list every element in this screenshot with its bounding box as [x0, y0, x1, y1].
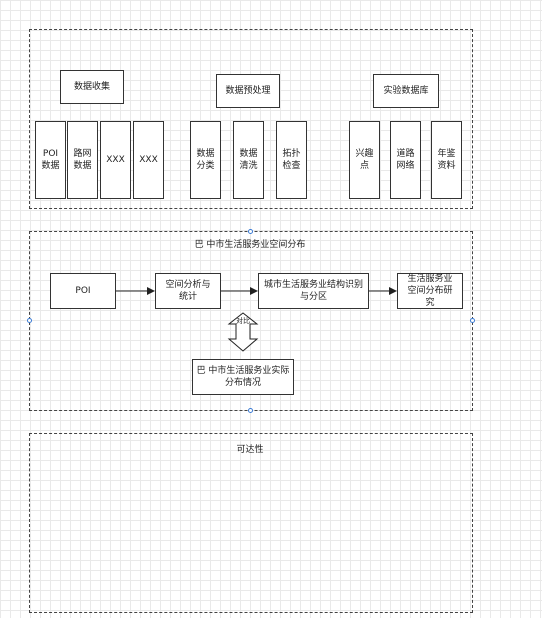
accessibility-panel[interactable]: [29, 433, 473, 613]
collect-item-xxx-2[interactable]: XXX: [133, 121, 164, 199]
database-item-road[interactable]: 道路 网络: [390, 121, 421, 199]
compare-arrow-label: 对比: [236, 317, 250, 325]
data-prep-panel: [29, 29, 473, 209]
distribution-research-node[interactable]: 生活服务业 空间分布研 究: [397, 273, 463, 309]
spatial-analysis-node[interactable]: 空间分析与 统计: [155, 273, 221, 309]
preprocess-item-clean[interactable]: 数据 清洗: [233, 121, 264, 199]
resize-handle-bottom[interactable]: [248, 408, 253, 413]
data-collect-header[interactable]: 数据收集: [60, 70, 124, 104]
preprocess-item-classify[interactable]: 数据 分类: [190, 121, 221, 199]
database-header[interactable]: 实验数据库: [373, 74, 439, 108]
structure-zoning-node[interactable]: 城市生活服务业结构识别 与分区: [258, 273, 369, 309]
accessibility-title: 可达性: [236, 445, 264, 455]
collect-item-poi[interactable]: POI 数据: [35, 121, 66, 199]
collect-item-xxx-1[interactable]: XXX: [100, 121, 131, 199]
resize-handle-top[interactable]: [248, 229, 253, 234]
spatial-distribution-title: 巴 中市生活服务业空间分布: [194, 240, 306, 250]
poi-node[interactable]: POI: [50, 273, 116, 309]
collect-item-road[interactable]: 路网 数据: [67, 121, 98, 199]
resize-handle-left[interactable]: [27, 318, 32, 323]
compare-double-arrow: [227, 312, 259, 352]
preprocess-item-topology[interactable]: 拓扑 检查: [276, 121, 307, 199]
database-item-yearbook[interactable]: 年鉴 资料: [431, 121, 462, 199]
database-item-poi[interactable]: 兴趣 点: [349, 121, 380, 199]
preprocess-header[interactable]: 数据预处理: [216, 74, 280, 108]
actual-distribution-node[interactable]: 巴 中市生活服务业实际 分布情况: [192, 359, 294, 395]
resize-handle-right[interactable]: [470, 318, 475, 323]
